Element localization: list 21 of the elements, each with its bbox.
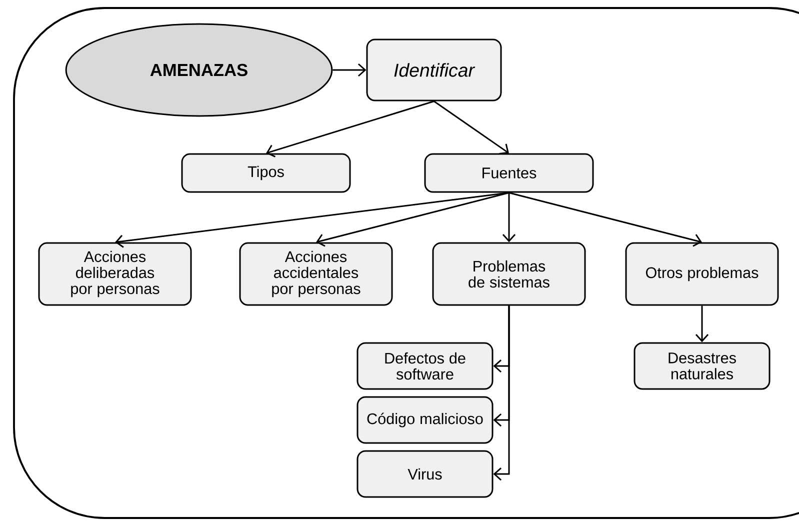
arrow <box>266 100 434 158</box>
process-box: Problemas de sistemas <box>432 242 586 306</box>
arrow <box>332 63 366 77</box>
arrow <box>493 306 510 481</box>
arrow <box>316 192 510 247</box>
arrow <box>508 192 702 247</box>
process-box: Acciones deliberadas por personas <box>38 242 192 306</box>
arrow <box>502 192 516 242</box>
oval-node: AMENAZAS <box>65 23 333 117</box>
process-box: Tipos <box>181 153 351 193</box>
process-box: Acciones accidentales por personas <box>239 242 393 306</box>
process-box: Desastres naturales <box>634 342 770 390</box>
arrow <box>434 100 509 154</box>
process-box: Código malicioso <box>356 396 494 444</box>
process-box: Identificar <box>366 38 502 102</box>
process-box: Otros problemas <box>625 242 779 306</box>
arrow <box>115 192 510 248</box>
process-box: Fuentes <box>424 153 594 193</box>
process-box: Virus <box>356 450 494 498</box>
process-box: Defectos de software <box>356 342 494 390</box>
arrow <box>695 306 709 342</box>
